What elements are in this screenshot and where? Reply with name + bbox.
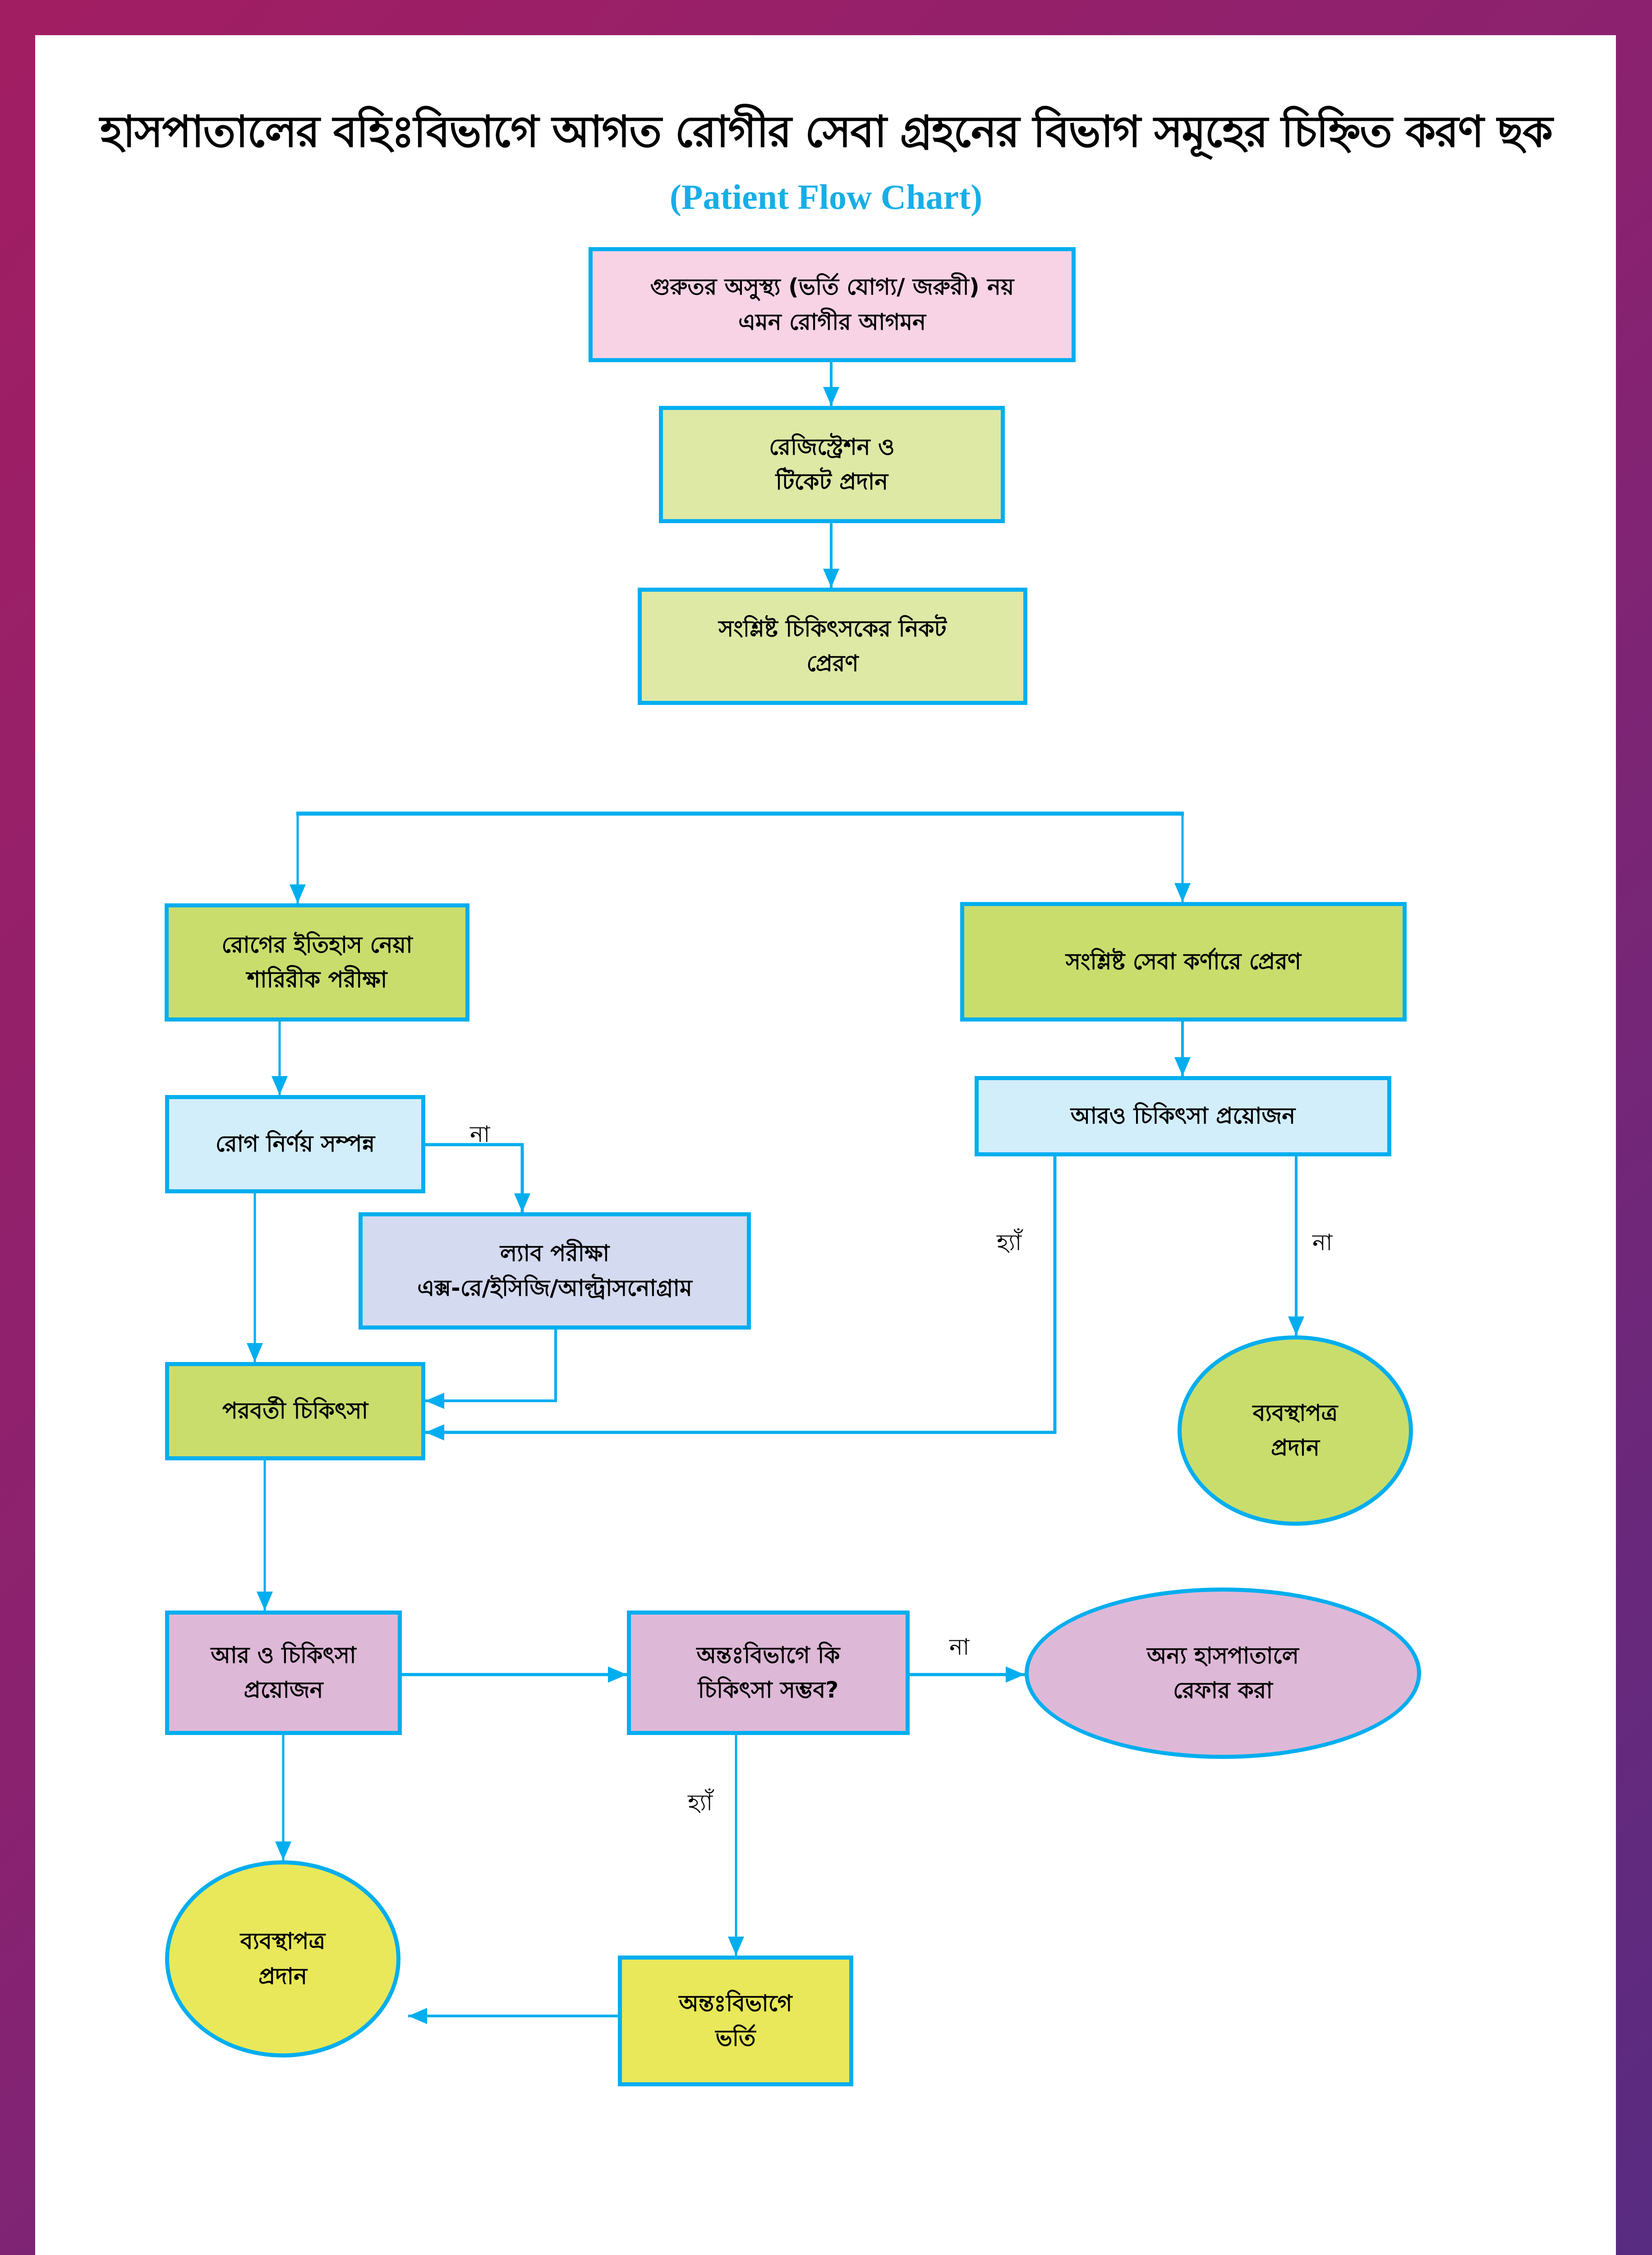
node-registration-ticket: রেজিস্ট্রেশন ও টিকেট প্রদান (659, 406, 1005, 523)
node-service-corner: সংশ্লিষ্ট সেবা কর্ণারে প্রেরণ (960, 902, 1407, 1022)
connector-split-to-history-arrowhead (290, 884, 306, 903)
connector-admission-to-prescription-arrowhead (408, 2008, 427, 2024)
node-patient-arrival-text: গুরুতর অসুস্থ্য (ভর্তি যোগ্য/ জরুরী) নয়… (650, 274, 1014, 335)
edge-label-indoor-yes: হ্যাঁ (688, 1790, 713, 1816)
node-refer-other-hospital-text: অন্য হাসপাতালে রেফার করা (1147, 1642, 1299, 1704)
edge-label-more-treatment-no: না (1312, 1229, 1333, 1256)
connector-more-treatment-yes-to-next-treatment (425, 1156, 1057, 1434)
connector-more-treatment-yes-to-next-treatment-arrowhead (425, 1424, 444, 1440)
connector-registration-to-refer-doctor-arrowhead (823, 569, 839, 588)
node-indoor-admission: অন্তঃবিভাগে ভর্তি (618, 1956, 853, 2086)
connector-lab-to-next-treatment-arrowhead (425, 1393, 444, 1409)
node-diagnosis-complete-text: রোগ নির্ণয় সম্পন্ন (215, 1131, 375, 1157)
node-prescription-right-text: ব্যবস্থাপত্র প্রদান (1252, 1399, 1338, 1461)
connector-lab-to-next-treatment (425, 1330, 557, 1402)
page-subtitle: (Patient Flow Chart) (669, 177, 983, 216)
connector-next-treatment-to-more-treatment-left-arrowhead (257, 1592, 273, 1611)
node-more-treatment-right: আরও চিকিৎসা প্রয়োজন (975, 1076, 1391, 1156)
connector-more-treatment-left-to-indoor-possible-arrowhead (608, 1666, 627, 1683)
connector-indoor-possible-to-refer-no-arrowhead (1006, 1666, 1025, 1683)
connector-more-treatment-left-to-prescription-arrowhead (275, 1841, 291, 1860)
node-refer-to-doctor: সংশ্লিষ্ট চিকিৎসকের নিকট প্রেরণ (638, 588, 1027, 705)
node-prescription-left: ব্যবস্থাপত্র প্রদান (165, 1860, 400, 2057)
connector-history-to-diagnosis-arrowhead (271, 1076, 288, 1095)
connector-more-treatment-no-to-prescription-arrowhead (1288, 1316, 1304, 1335)
node-refer-other-hospital: অন্য হাসপাতালে রেফার করা (1025, 1588, 1421, 1759)
node-patient-arrival: গুরুতর অসুস্থ্য (ভর্তি যোগ্য/ জরুরী) নয়… (589, 247, 1076, 362)
node-indoor-admission-text: অন্তঃবিভাগে ভর্তি (679, 1990, 792, 2052)
node-registration-ticket-text: রেজিস্ট্রেশন ও টিকেট প্রদান (769, 433, 895, 495)
node-prescription-left-text: ব্যবস্থাপত্র প্রদান (240, 1928, 326, 1989)
page-title: হাসপাতালের বহিঃবিভাগে আগত রোগীর সেবা গ্র… (100, 106, 1553, 157)
node-indoor-treatment-possible-text: অন্তঃবিভাগে কি চিকিৎসা সম্ভব? (696, 1642, 840, 1703)
node-history-physical-exam-text: রোগের ইতিহাস নেয়া শারিরীক পরীক্ষা (221, 931, 413, 993)
connector-diagnosis-to-next-treatment-arrowhead (247, 1343, 263, 1362)
node-indoor-treatment-possible: অন্তঃবিভাগে কি চিকিৎসা সম্ভব? (627, 1611, 910, 1735)
node-service-corner-text: সংশ্লিষ্ট সেবা কর্ণারে প্রেরণ (1066, 948, 1301, 975)
node-prescription-right: ব্যবস্থাপত্র প্রদান (1178, 1335, 1413, 1526)
node-next-treatment-text: পরবর্তী চিকিৎসা (222, 1398, 368, 1424)
edge-label-more-treatment-yes: হ্যাঁ (997, 1229, 1022, 1256)
node-history-physical-exam: রোগের ইতিহাস নেয়া শারিরীক পরীক্ষা (165, 903, 469, 1022)
node-more-treatment-left: আর ও চিকিৎসা প্রয়োজন (165, 1611, 402, 1735)
node-refer-to-doctor-text: সংশ্লিষ্ট চিকিৎসকের নিকট প্রেরণ (718, 615, 947, 677)
edge-label-diagnosis-no: না (470, 1121, 490, 1147)
node-more-treatment-right-text: আরও চিকিৎসা প্রয়োজন (1070, 1103, 1296, 1129)
connector-diagnosis-to-lab-no (425, 1143, 524, 1212)
node-lab-test-text: ল্যাব পরীক্ষা এক্স-রে/ইসিজি/আল্ট্রাসনোগ্… (417, 1240, 692, 1302)
connector-service-corner-to-more-treatment-arrowhead (1174, 1057, 1191, 1076)
connector-diagnosis-to-lab-no-arrowhead (514, 1193, 530, 1212)
node-diagnosis-complete: রোগ নির্ণয় সম্পন্ন (165, 1095, 425, 1193)
connector-split-to-service-corner-arrowhead (1174, 883, 1191, 902)
node-lab-test: ল্যাব পরীক্ষা এক্স-রে/ইসিজি/আল্ট্রাসনোগ্… (359, 1212, 751, 1330)
edge-label-indoor-no: না (949, 1634, 970, 1660)
node-more-treatment-left-text: আর ও চিকিৎসা প্রয়োজন (211, 1642, 356, 1703)
connector-indoor-possible-to-admission-yes-arrowhead (728, 1937, 744, 1956)
connector-arrival-to-registration-arrowhead (823, 387, 839, 406)
node-next-treatment: পরবর্তী চিকিৎসা (165, 1362, 425, 1460)
